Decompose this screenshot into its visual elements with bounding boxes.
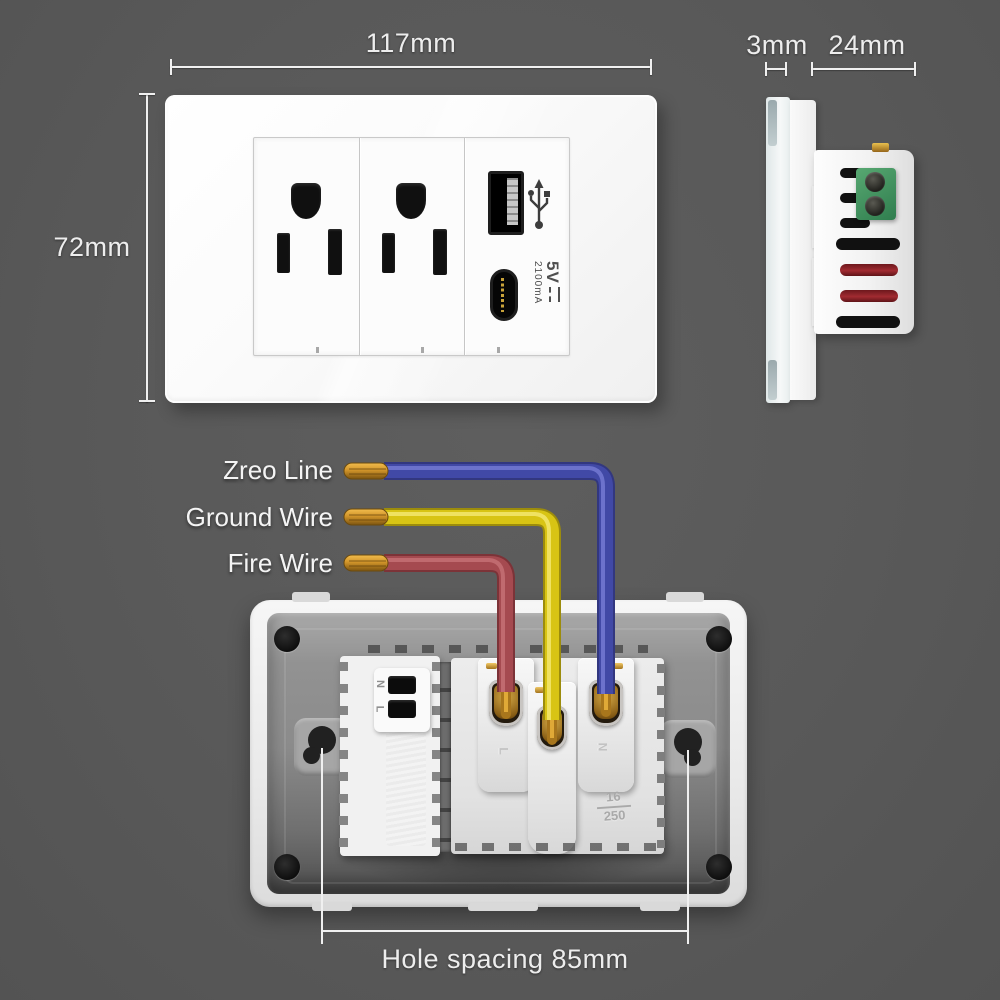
terminal-letter-n: N [373, 680, 386, 688]
dimension-tick [139, 400, 155, 402]
side-mounting-plate [790, 100, 816, 400]
outlet1-live-slot [328, 229, 342, 275]
terminal-screw [865, 196, 885, 216]
rating-voltage: 250 [603, 807, 626, 824]
tower-letter-n: N [595, 742, 610, 752]
usb-c-voltage: 5V [543, 261, 562, 284]
tower-letter-l: L [496, 747, 511, 755]
glass-edge-tint [768, 100, 777, 146]
usb-a-tongue [507, 178, 518, 225]
side-depth-line [812, 68, 916, 70]
corner-screw-hole [706, 854, 732, 880]
side-thickness-line [766, 68, 786, 70]
usb-c-port [490, 269, 518, 321]
terminal-mouth-ground [537, 706, 567, 750]
dimension-tick [785, 62, 787, 76]
dimension-tick [811, 62, 813, 76]
side-vent-slot-wide [836, 238, 900, 250]
castellation-row-top [368, 645, 648, 653]
usb-c-current: 2100mA [532, 261, 543, 305]
side-glass-panel [766, 97, 790, 403]
frame-tab [292, 592, 330, 602]
dimension-tick [914, 62, 916, 76]
usb-c-rating-text: 5V 2100mA [527, 261, 562, 325]
side-vent-slot-red [840, 290, 898, 302]
terminal-screw-glint [535, 687, 544, 693]
module-teeth [339, 662, 348, 850]
side-vent-slot-wide [836, 316, 900, 328]
front-height-dimension-label: 72mm [53, 232, 131, 262]
dimension-tick [170, 59, 172, 75]
front-width-dimension-label: 117mm [365, 28, 457, 58]
side-depth-label: 24mm [828, 30, 906, 60]
side-vent-slot-red [840, 264, 898, 276]
usb-module-terminal-block: N L [373, 668, 430, 732]
module-notch [316, 347, 319, 353]
module-notch [421, 347, 424, 353]
glass-edge-tint [768, 360, 777, 400]
module-notch [497, 347, 500, 353]
module-hinge-strip [440, 662, 451, 852]
outlet2-neutral-slot [382, 233, 395, 273]
module-teeth [432, 662, 441, 850]
wire-label-ground: Ground Wire [185, 502, 333, 532]
frame-tab [312, 902, 352, 911]
wire-label-fire: Fire Wire [227, 548, 333, 578]
module-divider [359, 138, 360, 355]
outlet1-neutral-slot [277, 233, 290, 273]
side-gold-screw [872, 143, 889, 152]
dc-symbol-icon [549, 286, 560, 302]
corner-screw-hole [274, 626, 300, 652]
corner-screw-hole [274, 854, 300, 880]
side-terminal-block [856, 168, 896, 220]
keyhole-lobe [684, 749, 701, 766]
side-thickness-label: 3mm [746, 30, 808, 60]
terminal-gold [594, 685, 618, 719]
keyhole-lobe [303, 747, 320, 764]
module-embossing [386, 716, 426, 846]
outlet2-ground-hole [396, 183, 426, 219]
usb-c-pins [501, 278, 504, 312]
terminal-gold [494, 685, 518, 719]
socket-module-area: 5V 2100mA [253, 137, 570, 356]
hole-spacing-label: Hole spacing 85mm [381, 944, 629, 974]
terminal-mouth-live [489, 680, 523, 726]
castellation-row-bottom [455, 843, 660, 851]
terminal-gold [542, 711, 562, 743]
wire-label-zero-line: Zreo Line [223, 455, 333, 485]
frame-tab [666, 592, 704, 602]
front-height-dimension-line [146, 93, 148, 402]
side-vent-slot [840, 218, 870, 228]
front-width-dimension-line [170, 66, 652, 68]
terminal-letter-l: L [373, 705, 386, 713]
frame-tab [468, 903, 538, 911]
terminal-mouth-neutral [589, 680, 623, 726]
terminal-hole-n [388, 676, 416, 694]
outlet2-live-slot [433, 229, 447, 275]
terminal-hole-l [388, 700, 416, 718]
dimension-tick [139, 93, 155, 95]
rating-marking: 16 250 [591, 789, 637, 826]
frame-tab [640, 902, 680, 911]
outlet1-ground-hole [291, 183, 321, 219]
side-vent-slot [840, 168, 866, 178]
module-teeth [657, 664, 665, 848]
module-divider [464, 138, 465, 355]
rating-current: 16 [605, 788, 622, 805]
copper-wire-tips [343, 462, 389, 572]
dimension-tick [765, 62, 767, 76]
terminal-screw-glint [486, 663, 497, 669]
dimension-tick [650, 59, 652, 75]
side-vent-slot [840, 193, 870, 203]
usb-icon [528, 179, 550, 229]
terminal-screw-glint [612, 663, 623, 669]
terminal-screw [865, 172, 885, 192]
corner-screw-hole [706, 626, 732, 652]
usb-a-port [488, 171, 524, 235]
